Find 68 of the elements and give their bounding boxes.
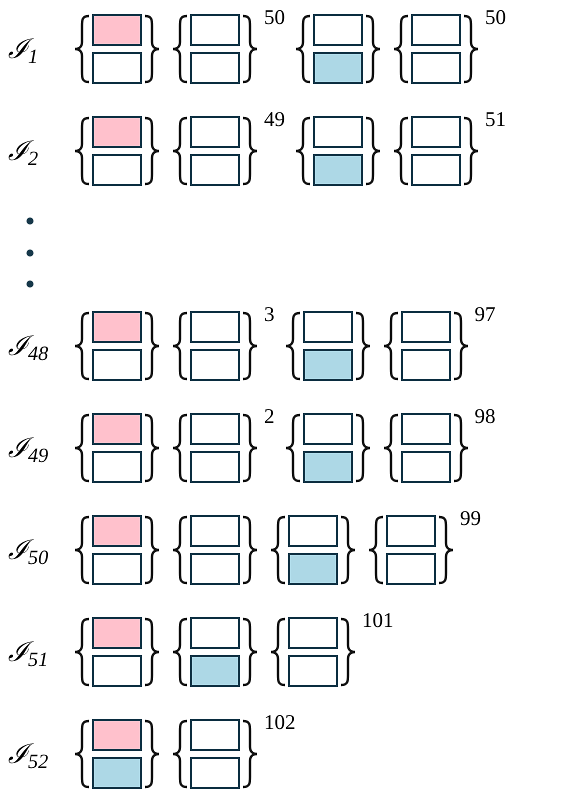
rectangle xyxy=(92,757,142,789)
rectangle xyxy=(92,719,142,751)
rectangle xyxy=(190,52,240,84)
rectangle xyxy=(190,719,240,751)
exponent: 102 xyxy=(264,709,296,736)
rectangle xyxy=(400,311,450,343)
set-label: ℐ$_{2}$ xyxy=(8,136,38,166)
rectangle xyxy=(400,413,450,445)
rectangle xyxy=(92,553,142,585)
rectangle xyxy=(190,553,240,585)
set-label: ℐ$_{52}$ xyxy=(8,738,48,769)
exponent: 50 xyxy=(485,4,506,31)
rectangle xyxy=(288,617,338,649)
exponent: 99 xyxy=(460,505,481,532)
rectangle xyxy=(302,349,352,381)
exponent: 101 xyxy=(362,607,394,634)
rectangle xyxy=(92,154,142,186)
rectangle xyxy=(190,451,240,483)
exponent: 49 xyxy=(264,106,285,133)
rectangle xyxy=(411,14,461,46)
rectangle xyxy=(411,116,461,148)
rectangle xyxy=(92,311,142,343)
rectangle xyxy=(302,311,352,343)
rectangle xyxy=(190,655,240,687)
exponent: 51 xyxy=(485,106,506,133)
rectangle xyxy=(92,116,142,148)
rectangle xyxy=(190,154,240,186)
rectangle xyxy=(190,14,240,46)
rectangle xyxy=(411,154,461,186)
rectangle xyxy=(313,14,363,46)
rectangle xyxy=(92,349,142,381)
exponent: 2 xyxy=(264,403,274,430)
set-label: ℐ$_{48}$ xyxy=(8,330,48,361)
rectangle xyxy=(411,52,461,84)
exponent: 50 xyxy=(264,4,285,31)
rectangle xyxy=(190,617,240,649)
exponent: 98 xyxy=(474,403,496,430)
exponent: 3 xyxy=(264,301,274,328)
rectangle xyxy=(288,655,338,687)
rectangle xyxy=(400,451,450,483)
rectangle xyxy=(92,617,142,649)
exponent: 97 xyxy=(474,301,496,328)
rectangle xyxy=(386,515,436,547)
rectangle xyxy=(92,52,142,84)
rectangle xyxy=(190,311,240,343)
rectangle xyxy=(92,655,142,687)
rectangle xyxy=(386,553,436,585)
set-label: ℐ$_{1}$ xyxy=(8,34,38,64)
set-label: ℐ$_{50}$ xyxy=(8,534,48,565)
set-label: ℐ$_{51}$ xyxy=(8,636,48,667)
rectangle xyxy=(92,515,142,547)
rectangle xyxy=(190,349,240,381)
rectangle xyxy=(92,14,142,46)
rectangle xyxy=(190,116,240,148)
rectangle xyxy=(288,553,338,585)
rectangle xyxy=(313,154,363,186)
rectangle xyxy=(313,116,363,148)
rectangle xyxy=(288,515,338,547)
rectangle xyxy=(92,451,142,483)
rectangle xyxy=(313,52,363,84)
rectangle xyxy=(400,349,450,381)
rectangle xyxy=(302,451,352,483)
rectangle xyxy=(302,413,352,445)
set-label: ℐ$_{49}$ xyxy=(8,432,48,463)
rectangle xyxy=(92,413,142,445)
rectangle xyxy=(190,413,240,445)
rectangle xyxy=(190,757,240,789)
rectangle xyxy=(190,515,240,547)
